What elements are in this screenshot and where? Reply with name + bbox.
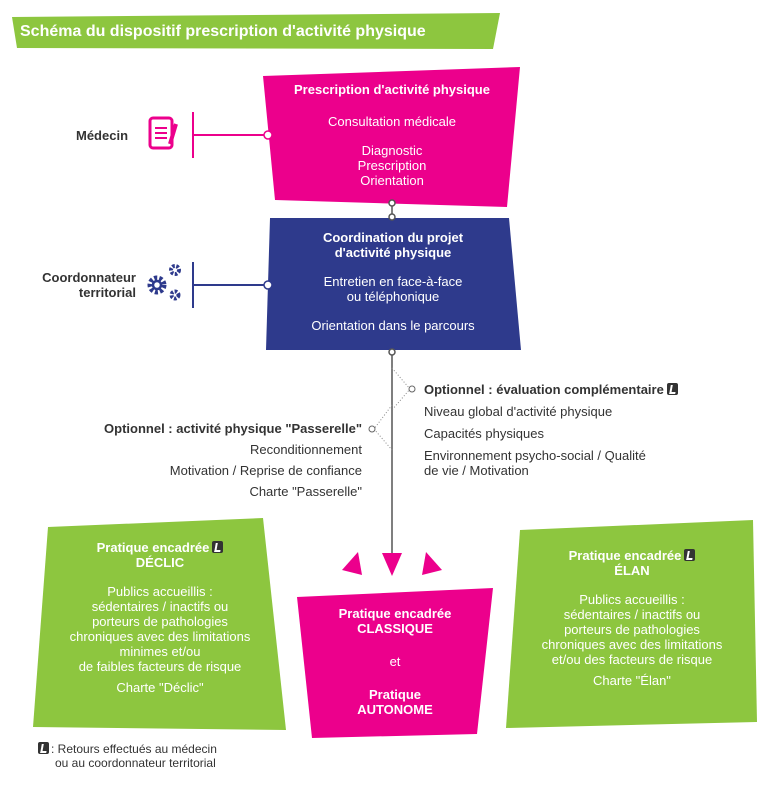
elan-name: ÉLAN <box>614 563 650 578</box>
prescription-title: Prescription d'activité physique <box>294 82 490 97</box>
evaluation-item: Environnement psycho-social / Qualité <box>424 448 646 463</box>
gears-icon <box>147 264 181 301</box>
evaluation-block: Optionnel : évaluation complémentaire Ni… <box>424 382 678 478</box>
declic-box <box>33 518 286 730</box>
elan-line: porteurs de pathologies <box>564 622 700 637</box>
legend-line: : Retours effectués au médecin <box>51 742 217 756</box>
prescription-line: Diagnostic <box>361 143 423 158</box>
elan-charte: Charte "Élan" <box>593 673 671 688</box>
prescription-line: Consultation médicale <box>328 114 456 129</box>
declic-text: Pratique encadrée DÉCLIC Publics accueil… <box>40 540 280 695</box>
prescription-line: Prescription <box>357 158 427 173</box>
passerelle-item: Motivation / Reprise de confiance <box>169 463 362 478</box>
role-line: Coordonnateur <box>42 270 136 285</box>
passerelle-item: Reconditionnement <box>249 442 362 457</box>
classique-line: et <box>389 654 401 669</box>
elan-text: Pratique encadrée ÉLAN Publics accueilli… <box>512 548 752 688</box>
declic-line: de faibles facteurs de risque <box>78 659 242 674</box>
coordination-title: Coordination du projet <box>322 230 464 245</box>
page-title: Schéma du dispositif prescription d'acti… <box>20 23 426 40</box>
feedback-icon <box>38 742 49 754</box>
passerelle-title: Optionnel : activité physique "Passerell… <box>104 421 362 436</box>
evaluation-item: Niveau global d'activité physique <box>424 404 613 419</box>
declic-line: porteurs de pathologies <box>92 614 228 629</box>
role-medecin: Médecin <box>76 128 129 143</box>
passerelle-item: Charte "Passerelle" <box>249 484 362 499</box>
classique-line: AUTONOME <box>357 702 433 717</box>
document-pen-icon <box>148 116 178 150</box>
feedback-icon <box>212 541 224 553</box>
coordination-line: Orientation dans le parcours <box>311 318 475 333</box>
coordination-title: d'activité physique <box>334 245 452 260</box>
classique-line: CLASSIQUE <box>357 621 433 636</box>
declic-charte: Charte "Déclic" <box>116 680 204 695</box>
arrow-down <box>382 553 402 576</box>
declic-line: minimes et/ou <box>119 644 201 659</box>
classique-box <box>297 588 493 738</box>
elan-line: chroniques avec des limitations <box>541 637 723 652</box>
legend-line: ou au coordonnateur territorial <box>55 756 216 770</box>
classique-line: Pratique <box>368 687 421 702</box>
evaluation-item: Capacités physiques <box>424 426 544 441</box>
arrow-left <box>342 552 362 575</box>
prescription-text: Prescription d'activité physique Consult… <box>268 82 516 188</box>
passerelle-block: Optionnel : activité physique "Passerell… <box>40 421 362 499</box>
declic-line: chroniques avec des limitations <box>69 629 251 644</box>
elan-box <box>506 520 757 728</box>
prescription-box <box>263 67 520 207</box>
title-banner <box>12 13 500 49</box>
arrow-right <box>422 552 442 575</box>
declic-title: Pratique encadrée <box>96 540 210 555</box>
elan-title: Pratique encadrée <box>568 548 682 563</box>
evaluation-title-text: Optionnel : évaluation complémentaire <box>424 382 664 397</box>
declic-line: Publics accueillis : <box>107 584 213 599</box>
elan-line: Publics accueillis : <box>579 592 685 607</box>
coordination-box <box>266 218 521 350</box>
feedback-icon <box>666 383 678 395</box>
prescription-line: Orientation <box>360 173 424 188</box>
classique-line: Pratique encadrée <box>338 606 452 621</box>
role-line: territorial <box>78 285 136 300</box>
evaluation-title: Optionnel : évaluation complémentaire <box>424 382 678 397</box>
coordination-line: Entretien en face-à-face <box>323 274 463 289</box>
coordination-line: ou téléphonique <box>346 289 440 304</box>
evaluation-item: de vie / Motivation <box>424 463 529 478</box>
feedback-icon <box>684 549 696 561</box>
elan-line: sédentaires / inactifs ou <box>563 607 701 622</box>
coordination-text: Coordination du projet d'activité physiq… <box>270 230 516 333</box>
legend: : Retours effectués au médecin ou au coo… <box>38 742 217 770</box>
declic-name: DÉCLIC <box>135 555 185 570</box>
classique-text: Pratique encadrée CLASSIQUE et Pratique … <box>305 606 485 717</box>
elan-line: et/ou des facteurs de risque <box>551 652 713 667</box>
declic-line: sédentaires / inactifs ou <box>91 599 229 614</box>
